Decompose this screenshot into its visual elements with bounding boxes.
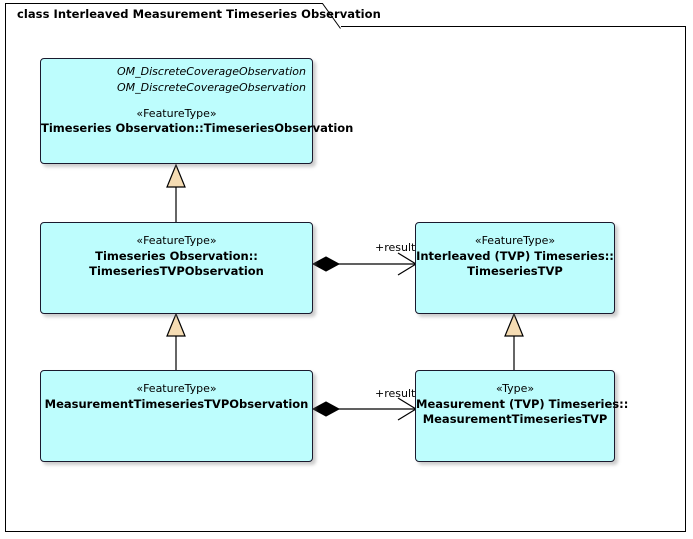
class-parent-ref: OM_DiscreteCoverageObservation [116, 80, 306, 94]
class-parent-ref: OM_DiscreteCoverageObservation [116, 65, 306, 78]
spacer [41, 96, 312, 107]
class-box-timeseries-tvp[interactable]: «FeatureType» Interleaved (TVP) Timeseri… [415, 222, 615, 314]
class-box-timeseries-observation[interactable]: OM_DiscreteCoverageObservation OM_Discre… [40, 58, 354, 164]
class-stereotype: «FeatureType» [474, 234, 556, 247]
association-label-result-lower: +result [375, 387, 416, 400]
class-name: Interleaved (TVP) Timeseries:: [416, 248, 614, 263]
class-stereotype: «FeatureType» [136, 106, 217, 120]
class-name: Timeseries Observation::TimeseriesObserv… [41, 121, 354, 136]
class-stereotype: «FeatureType» [136, 382, 217, 395]
class-box-measurement-timeseries-tvp[interactable]: «Type» Measurement (TVP) Timeseries:: Me… [415, 370, 629, 462]
diagram-title-tab: class Interleaved Measurement Timeseries… [5, 3, 381, 29]
class-name: Timeseries Observation:: [95, 248, 258, 263]
class-box-measurement-timeseries-tvp-observation[interactable]: «FeatureType» MeasurementTimeseriesTVPOb… [40, 370, 313, 462]
association-label-result-upper: +result [375, 241, 416, 254]
class-stereotype: «Type» [495, 382, 535, 395]
class-name: TimeseriesTVPObservation [89, 263, 264, 278]
diagram-title: class Interleaved Measurement Timeseries… [17, 7, 381, 21]
class-box-timeseries-tvp-observation[interactable]: «FeatureType» Timeseries Observation:: T… [40, 222, 313, 314]
class-name: MeasurementTimeseriesTVP [422, 411, 608, 426]
class-name: MeasurementTimeseriesTVPObservation [44, 396, 309, 411]
class-name: Measurement (TVP) Timeseries:: [416, 396, 629, 411]
class-stereotype: «FeatureType» [136, 234, 217, 247]
title-tab-shape [5, 3, 341, 29]
class-name: TimeseriesTVP [467, 263, 563, 278]
